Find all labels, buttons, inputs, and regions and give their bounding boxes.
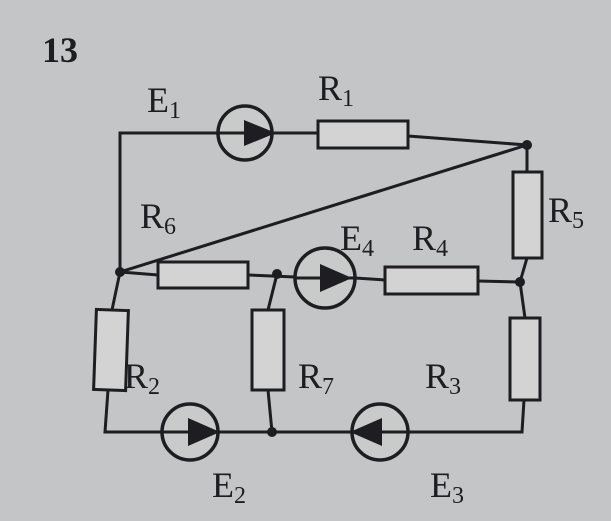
resistor-r5	[511, 170, 544, 260]
label-r7: R7	[298, 356, 334, 400]
node	[115, 267, 125, 277]
source-e2	[160, 402, 220, 462]
resistor-r7	[250, 308, 286, 392]
label-e2: E2	[212, 465, 246, 509]
resistor-r6	[156, 260, 250, 290]
source-e1	[216, 104, 276, 162]
label-e3: E3	[430, 465, 464, 509]
resistor-r2	[92, 307, 130, 393]
label-e4: E4	[340, 218, 374, 262]
wires	[103, 131, 529, 434]
node	[515, 277, 525, 287]
label-r4: R4	[412, 218, 448, 262]
label-r3: R3	[425, 356, 461, 400]
node	[522, 140, 532, 150]
resistor-r4	[383, 265, 480, 296]
source-e3	[350, 402, 410, 462]
label-e1: E1	[147, 80, 181, 124]
resistor-r3	[508, 316, 542, 402]
label-r1: R1	[318, 68, 354, 112]
node	[272, 269, 282, 279]
resistor-r1	[316, 119, 410, 150]
source-e4	[293, 246, 357, 310]
problem-number: 13	[42, 30, 78, 70]
label-r6: R6	[140, 196, 176, 240]
node	[267, 427, 277, 437]
label-r2: R2	[124, 356, 160, 400]
label-r5: R5	[548, 190, 584, 234]
